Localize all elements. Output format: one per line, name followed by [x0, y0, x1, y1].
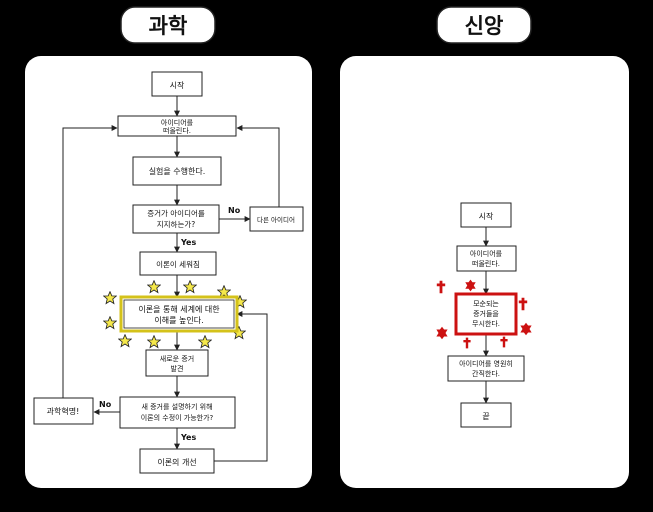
svg-text:신앙: 신앙 [465, 14, 504, 38]
svg-text:이해를 높인다.: 이해를 높인다. [154, 315, 203, 325]
node-new-evidence: 새로운 증거 발견 [145, 349, 209, 377]
svg-text:새 증거를 설명하기 위해: 새 증거를 설명하기 위해 [141, 402, 212, 411]
edge-label-yes: Yes [180, 433, 196, 442]
faith-node-think-idea: 아이디어를 떠올린다. [456, 245, 517, 272]
svg-text:떠올린다.: 떠올린다. [472, 259, 500, 268]
svg-text:끝: 끝 [482, 412, 489, 421]
svg-text:과학혁명!: 과학혁명! [47, 406, 80, 416]
svg-text:시작: 시작 [479, 211, 494, 221]
edge-label-no: No [228, 206, 241, 215]
svg-text:아이디어를 영원히: 아이디어를 영원히 [459, 359, 513, 368]
svg-text:지지하는가?: 지지하는가? [157, 219, 195, 229]
svg-text:모순되는: 모순되는 [473, 299, 499, 308]
node-other-idea: 다른 아이디어 [249, 206, 304, 232]
edge-label-yes: Yes [180, 238, 196, 247]
svg-text:아이디어를: 아이디어를 [470, 249, 503, 258]
node-start: 시작 [151, 71, 203, 97]
node-understand-world: 이론을 통해 세계에 대한 이해를 높인다. [119, 295, 239, 333]
science-flowchart [62, 96, 280, 462]
svg-text:이론이 세워짐: 이론이 세워짐 [156, 259, 200, 269]
svg-text:증거들을: 증거들을 [473, 309, 499, 318]
faith-node-end: 끝 [460, 402, 512, 428]
svg-text:시작: 시작 [170, 80, 185, 90]
faith-node-hold-forever: 아이디어를 영원히 간직한다. [447, 355, 525, 382]
faith-node-start: 시작 [460, 202, 512, 228]
svg-text:간직한다.: 간직한다. [472, 369, 500, 378]
node-revise-theory: 이론의 개선 [139, 448, 215, 474]
svg-text:실험을 수행한다.: 실험을 수행한다. [149, 166, 206, 176]
svg-text:이론을 통해 세계에 대한: 이론을 통해 세계에 대한 [138, 304, 220, 314]
faith-node-ignore-evidence: 모순되는 증거들을 무시한다. [454, 292, 518, 336]
svg-text:무시한다.: 무시한다. [472, 319, 500, 328]
faith-title: 신앙 [436, 6, 532, 44]
svg-text:이론의 수정이 가능한가?: 이론의 수정이 가능한가? [141, 413, 214, 422]
svg-text:새로운 증거: 새로운 증거 [160, 354, 194, 363]
node-can-revise: 새 증거를 설명하기 위해 이론의 수정이 가능한가? [119, 396, 236, 429]
svg-text:발견: 발견 [171, 364, 184, 373]
svg-text:떠올린다.: 떠올린다. [163, 126, 191, 135]
svg-text:이론의 개선: 이론의 개선 [157, 457, 196, 467]
node-theory-formed: 이론이 세워짐 [139, 251, 217, 276]
svg-text:아이디어를: 아이디어를 [161, 118, 194, 127]
node-scientific-revolution: 과학혁명! [33, 397, 94, 425]
svg-text:증거가 아이디어를: 증거가 아이디어를 [147, 208, 205, 218]
science-title: 과학 [120, 6, 216, 44]
node-experiment: 실험을 수행한다. [132, 156, 222, 186]
faith-panel [340, 56, 629, 488]
svg-text:과학: 과학 [149, 14, 188, 38]
edge-label-no: No [99, 400, 112, 409]
node-think-idea: 아이디어를 떠올린다. [117, 115, 237, 137]
svg-text:다른 아이디어: 다른 아이디어 [257, 215, 295, 224]
node-evidence-supports: 증거가 아이디어를 지지하는가? [132, 204, 220, 234]
